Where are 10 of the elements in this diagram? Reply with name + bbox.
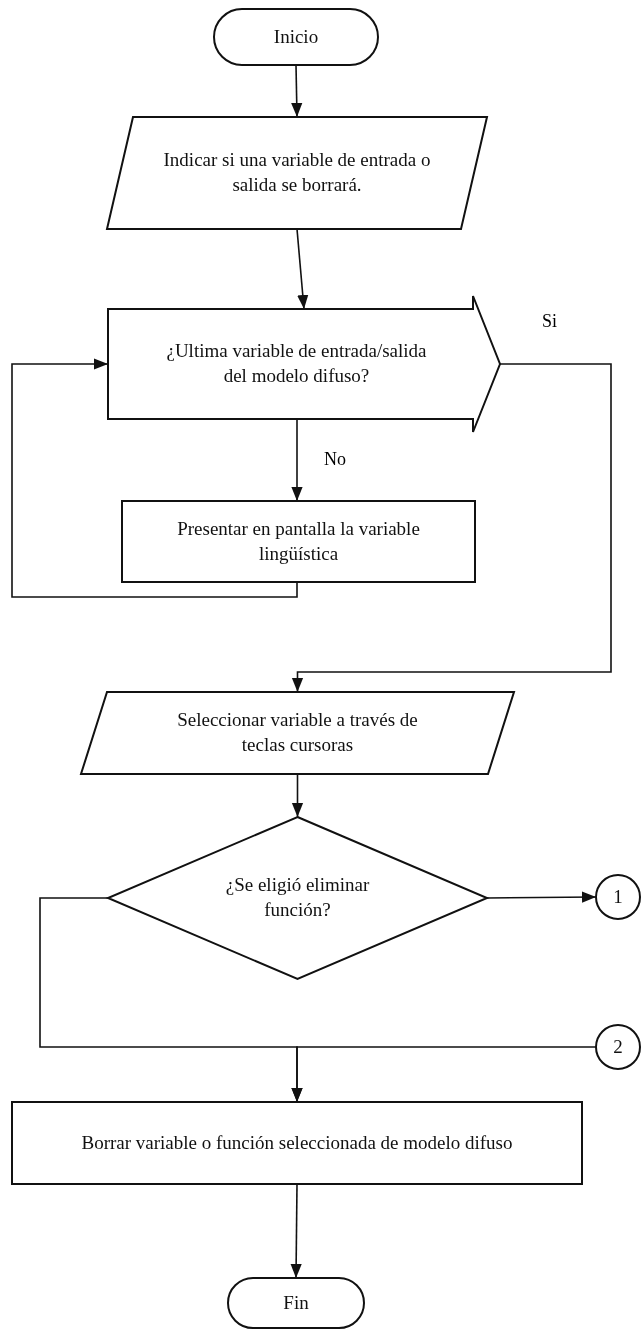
node-text: 1: [613, 884, 623, 909]
node-text: 2: [613, 1034, 623, 1059]
node-text: Seleccionar variable a través de teclas cursoras: [176, 708, 419, 757]
node-text: ¿Se eligió eliminar función?: [224, 873, 371, 922]
node-text: Borrar variable o función seleccionada de modelo difuso: [81, 1130, 513, 1155]
node-text: Presentar en pantalla la variable lingüística: [176, 516, 421, 566]
node-text: Indicar si una variable de entrada o salida se borrará.: [162, 148, 432, 197]
node-text: Inicio: [273, 24, 319, 49]
node-text: ¿Ultima variable de entrada/salida del modelo difuso?: [165, 339, 428, 388]
node-text: Fin: [283, 1290, 309, 1315]
